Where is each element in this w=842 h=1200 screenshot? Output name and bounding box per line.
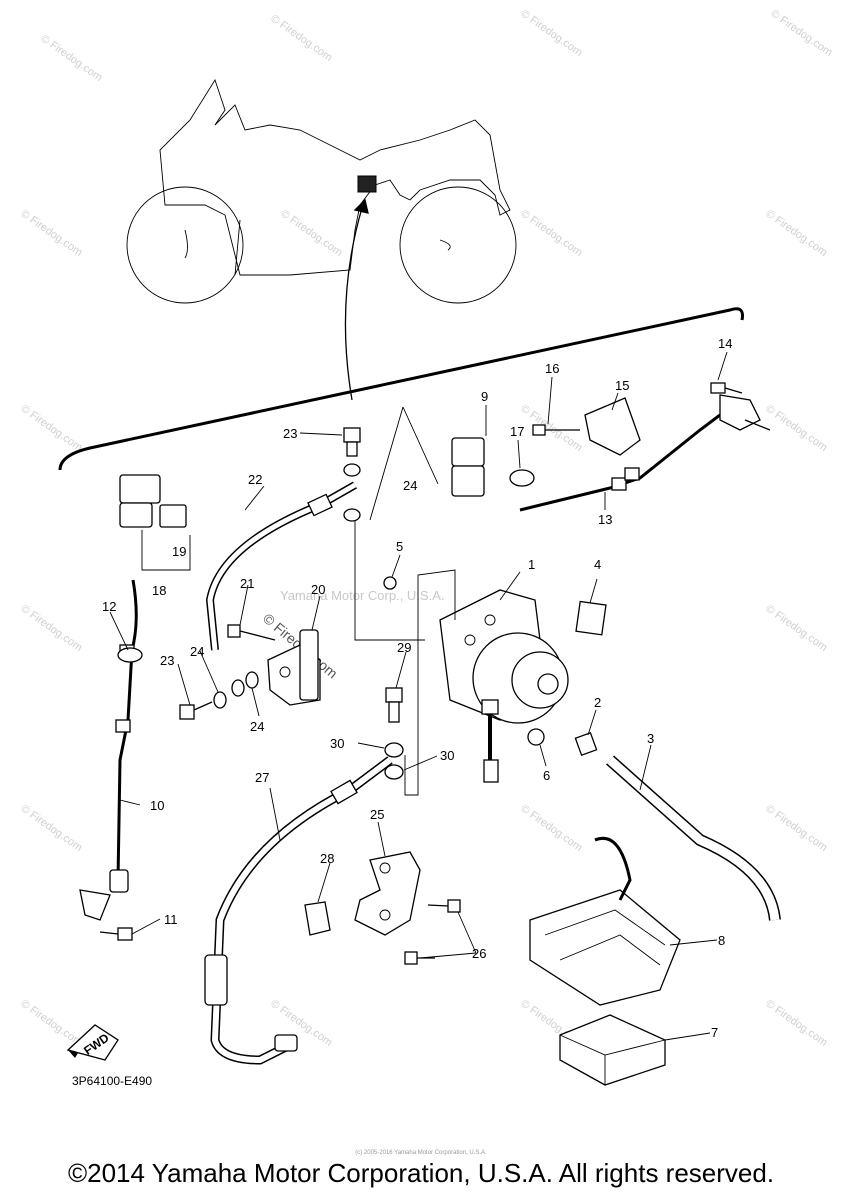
clip-2 (574, 731, 598, 757)
bolt-23-upper (343, 427, 361, 457)
callout-5: 5 (396, 539, 403, 554)
callout-4: 4 (594, 557, 601, 572)
watermark: © Firedog.com (18, 603, 84, 654)
grommet-6 (527, 728, 545, 746)
callout-20: 20 (311, 582, 325, 597)
watermark: © Firedog.com (518, 803, 584, 854)
callout-1: 1 (528, 557, 535, 572)
callout-24-left: 24 (190, 644, 204, 659)
callout-18: 18 (152, 583, 166, 598)
callout-6: 6 (543, 768, 550, 783)
leader-lines (109, 351, 728, 1041)
copyright-text: ©2014 Yamaha Motor Corporation, U.S.A. A… (67, 1158, 775, 1188)
callout-9: 9 (481, 389, 488, 404)
center-watermark: Yamaha Motor Corp., U.S.A. (280, 588, 445, 603)
callout-26: 26 (472, 946, 486, 961)
bracket-25 (354, 851, 421, 936)
watermark: © Firedog.com (38, 33, 104, 84)
callout-23-lower: 23 (160, 653, 174, 668)
callout-30-left: 30 (330, 736, 344, 751)
watermark: © Firedog.com (268, 13, 334, 64)
watermark: © Firedog.com (18, 803, 84, 854)
watermark: © Firedog.com (18, 403, 84, 454)
brake-hose-27 (204, 756, 393, 1065)
callout-labels: 1 2 3 4 5 6 7 8 9 10 11 12 13 14 15 16 1… (102, 336, 732, 1040)
clamp-17 (509, 469, 535, 487)
callout-22: 22 (248, 472, 262, 487)
brake-hose-22 (205, 481, 357, 651)
section-divider (58, 307, 744, 471)
callout-15: 15 (615, 378, 629, 393)
callout-11: 11 (164, 912, 178, 927)
ecu-housing-8 (529, 837, 681, 1006)
washers-24-lower (213, 671, 259, 709)
callout-17: 17 (510, 424, 524, 439)
joint-20 (267, 629, 321, 706)
callout-27: 27 (255, 770, 269, 785)
callout-28: 28 (320, 851, 334, 866)
callout-16: 16 (545, 361, 559, 376)
watermark: © Firedog.com (518, 403, 584, 454)
watermark: © Firedog.com (18, 998, 84, 1049)
bolt-16 (532, 424, 580, 436)
callout-13: 13 (598, 512, 612, 527)
fwd-arrow-icon: FWD (66, 1024, 119, 1061)
watermark: © Firedog.com (763, 603, 829, 654)
callout-2: 2 (594, 695, 601, 710)
clamp-12 (117, 647, 143, 663)
callout-29: 29 (397, 640, 411, 655)
callout-3: 3 (647, 731, 654, 746)
watermark: © Firedog.com (763, 403, 829, 454)
reference-lines (354, 520, 456, 796)
bracket-15 (584, 397, 641, 456)
callout-24-lower: 24 (250, 719, 264, 734)
bolt-14 (710, 382, 743, 394)
relay-18 (119, 474, 191, 571)
watermark: © Firedog.com (768, 8, 834, 59)
abs-hydraulic-unit (439, 589, 569, 783)
watermark: © Firedog.com (763, 208, 829, 259)
washers-24-upper (343, 463, 361, 522)
callout-12: 12 (102, 599, 116, 614)
callout-10: 10 (150, 798, 164, 813)
relay-9 (451, 437, 485, 497)
callout-8: 8 (718, 933, 725, 948)
bolts-26 (404, 899, 461, 965)
callout-23-upper: 23 (283, 426, 297, 441)
sensor-cable-10 (79, 579, 138, 921)
watermark: © Firedog.com (518, 8, 584, 59)
motorcycle-outline (126, 78, 517, 401)
callout-14: 14 (718, 336, 732, 351)
callout-24-upper: 24 (403, 478, 417, 493)
callout-7: 7 (711, 1025, 718, 1040)
bolt-29 (385, 687, 403, 723)
bolt-23-lower (179, 701, 213, 720)
nut-5 (383, 576, 397, 590)
clamp-28 (304, 901, 331, 936)
callout-25: 25 (370, 807, 384, 822)
washers-30 (384, 742, 404, 780)
diagram-code: 3P64100-E490 (72, 1074, 152, 1088)
callout-21: 21 (240, 576, 254, 591)
fine-print: (c) 2005-2016 Yamaha Motor Corporation, … (355, 1150, 487, 1156)
ecu-box-7 (559, 1014, 666, 1086)
bolt-21 (227, 624, 276, 641)
watermark: © Firedog.com (763, 998, 829, 1049)
watermark-layer: © Firedog.com © Firedog.com © Firedog.co… (18, 8, 834, 1049)
watermark: © Firedog.com (763, 803, 829, 854)
sensor-cable-13 (519, 394, 771, 512)
bolt-11 (99, 927, 133, 941)
watermark: © Firedog.com (518, 208, 584, 259)
callout-19: 19 (172, 544, 186, 559)
watermark: © Firedog.com (278, 208, 344, 259)
callout-30-right: 30 (440, 748, 454, 763)
cap-4 (575, 600, 607, 636)
watermark: © Firedog.com (18, 208, 84, 259)
